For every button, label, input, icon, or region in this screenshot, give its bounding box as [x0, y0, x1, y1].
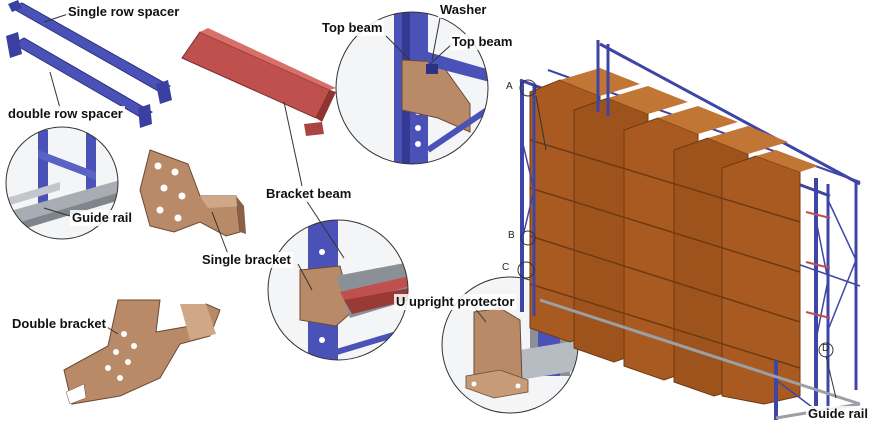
- double-row-spacer-part: [6, 32, 153, 128]
- washer-label: Washer: [438, 2, 489, 18]
- double-bracket-part: [63, 299, 221, 405]
- bracket-beam-label: Bracket beam: [264, 186, 354, 202]
- marker-d-label: D: [822, 343, 830, 354]
- marker-a-circle: [519, 79, 537, 97]
- pallet-loads: [529, 68, 818, 405]
- single-bracket-part: [139, 149, 246, 237]
- top-beam-detail: [336, 12, 488, 164]
- double-row-spacer-label: double row spacer: [6, 106, 125, 122]
- drive-in-rack: [517, 40, 861, 420]
- double-bracket-label: Double bracket: [10, 316, 108, 332]
- marker-c-label: C: [502, 262, 510, 273]
- leader-lines: [43, 13, 837, 399]
- guide-rail-main-label: Guide rail: [806, 406, 870, 422]
- top-beam-part: [181, 28, 336, 136]
- marker-b-label: B: [508, 230, 515, 241]
- marker-b-circle: [520, 230, 536, 246]
- u-upright-protector-label: U upright protector: [394, 294, 517, 310]
- marker-a-label: A: [506, 81, 513, 92]
- guide-rail-detail-label: Guide rail: [70, 210, 134, 226]
- single-bracket-label: Single bracket: [200, 252, 293, 268]
- top-beam-left-label: Top beam: [320, 20, 385, 36]
- top-beam-right-label: Top beam: [450, 34, 515, 50]
- single-row-spacer-part: [8, 0, 172, 104]
- single-row-spacer-label: Single row spacer: [66, 4, 182, 20]
- bracket-beam-detail: [268, 220, 408, 360]
- marker-c-circle: [517, 261, 535, 279]
